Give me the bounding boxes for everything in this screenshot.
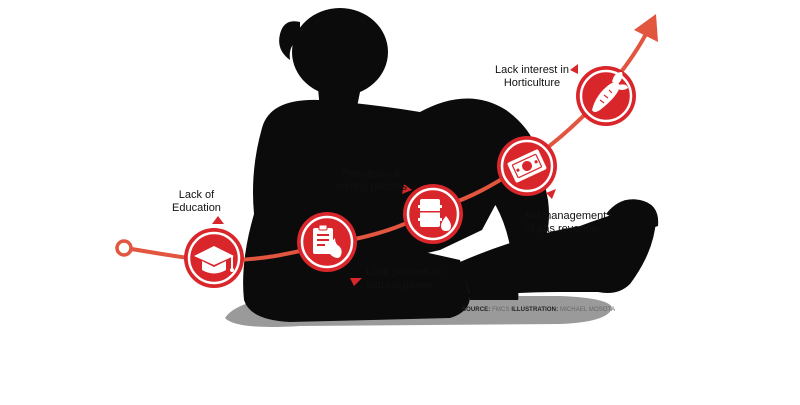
illustration-label: ILLUSTRATION: [511,307,559,313]
milestone-natural-gases [297,212,362,286]
source-label: SOURCE: [462,307,491,313]
pointer-tri [212,216,224,224]
milestone-education [184,216,244,288]
label-lack-policies-natural-gases: Lack policies on natural gases [366,266,445,291]
pointer-tri [402,184,412,194]
pointer-tri [350,278,362,286]
milestone-horticulture [570,64,636,126]
seated-woman-silhouette [243,8,659,322]
document-flame-icon [313,224,342,258]
label-petroleum-mining-policies: Petroleum & mining policies [335,168,408,193]
carrot-leaf-icon [592,72,628,112]
label-mismanagement-gas-revenue: Mismanagement of gas revenue [525,210,607,235]
pointer-tri [570,64,578,74]
arrow-start-ring [115,239,133,257]
source-credit: SOURCE: FMCS ILLUSTRATION: MICHAEL MOSOT… [462,307,615,313]
graduation-cap-icon [194,246,234,274]
oil-barrel-drop-icon [418,199,451,231]
source-value: FMCS [492,307,510,313]
milestone-petroleum [402,184,463,244]
label-lack-interest-horticulture: Lack interest in Horticulture [495,64,569,89]
banknotes-icon [507,149,547,183]
illustration-value: MICHAEL MOSOTA [559,307,616,313]
label-lack-of-education: Lack of Education [172,189,221,214]
milestone-gas-revenue [497,136,557,199]
arrow-head [634,14,658,42]
pointer-tri [546,189,556,199]
